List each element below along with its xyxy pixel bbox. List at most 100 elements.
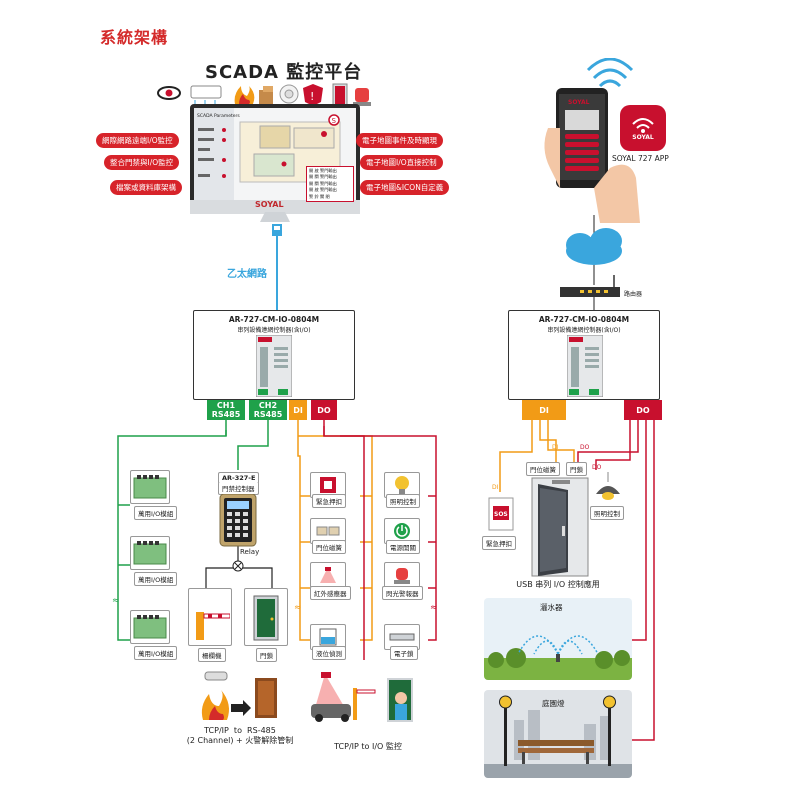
page-title: 系統架構: [100, 28, 169, 47]
svg-text:≈: ≈: [294, 603, 302, 613]
sprinkler-illustration: [484, 635, 632, 680]
door-lock: [244, 588, 288, 646]
popup-item[interactable]: 開 關 警門輸出: [309, 174, 337, 180]
controller-model: AR-727-CM-IO-0804M: [228, 315, 320, 324]
monitor-bezel: [190, 200, 360, 214]
controller-subtitle: 串列設備連網控制器(含I/O): [547, 327, 621, 334]
controller-model: AR-727-CM-IO-0804M: [538, 315, 630, 324]
smoke-detector-icon: [279, 84, 299, 104]
screen-popup-menu[interactable]: 開 啟 警門輸出 開 關 警門輸出 開 關 警門輸出 開 啟 警門輸出 警 鈴 …: [306, 166, 354, 202]
power-icon: [394, 523, 410, 539]
do-device-strobe-alarm: [384, 562, 420, 588]
door-scene: [531, 477, 589, 577]
garden-light-scene: 庭園燈: [484, 690, 632, 778]
popup-item[interactable]: 警 鈴 關 閉: [309, 193, 330, 199]
io-module-2: [130, 536, 170, 570]
app-icon-text: SOYAL: [632, 133, 654, 141]
port-do-right: DO: [624, 400, 662, 420]
wire-label-di: DI: [552, 444, 559, 451]
phone-illustration: SOYAL: [544, 58, 640, 223]
port-do: DO: [311, 400, 337, 420]
controller-box-left: AR-727-CM-IO-0804M 串列設備連網控制器(含I/O): [193, 310, 355, 400]
emergency-button-icon: [320, 477, 336, 493]
io-module-label: 萬用I/O模組: [134, 572, 178, 586]
feature-pill-right-1: 電子地圖事件及時顯現: [356, 133, 443, 148]
io-module-icon: [133, 615, 167, 639]
lighting-label: 照明控制: [590, 506, 624, 520]
pendant-light: [596, 472, 620, 500]
light-bulb-icon: [395, 476, 409, 494]
controller-device-image: [567, 335, 603, 397]
door-lock-label: 門鎖: [256, 648, 277, 662]
svg-text:!: !: [310, 90, 314, 103]
controller-box-right: AR-727-CM-IO-0804M 串列設備連網控制器(含I/O): [508, 310, 660, 400]
io-module-label: 萬用I/O模組: [134, 646, 178, 660]
monitor-brand: SOYAL: [255, 200, 284, 209]
door-icon: [253, 595, 279, 641]
door-sensor-icon: [316, 526, 340, 536]
wire-label-di-sos: DI: [492, 484, 499, 491]
relay-label: Relay: [240, 548, 260, 556]
fire-icon: [234, 86, 255, 104]
popup-item[interactable]: 開 啟 警門輸出: [309, 168, 337, 173]
scada-title: SCADA 監控平台: [205, 62, 363, 83]
controller-subtitle: 串列設備連網控制器(含I/O): [237, 327, 311, 334]
wire-label-do: DO: [580, 444, 590, 451]
screen-title: SCADA Parameters: [197, 113, 240, 119]
port-di-right: DI: [522, 400, 566, 420]
io-module-icon: [133, 475, 167, 499]
cloud-icon: [566, 228, 622, 265]
wifi-icon: [632, 117, 654, 133]
infrared-sensor-icon: [320, 567, 336, 583]
electric-lock-icon: [389, 633, 415, 641]
garden-light-illustration: [484, 695, 632, 778]
feature-pill-left-2: 整合門禁與I/O監控: [104, 155, 180, 170]
feature-pill-left-1: 網際網路遠端I/O監控: [96, 133, 179, 148]
di-device-label: 液位偵測: [312, 646, 346, 660]
io-module-1: [130, 470, 170, 504]
app-icon[interactable]: SOYAL: [620, 105, 666, 151]
di-device-infrared-sensor: [310, 562, 346, 588]
feature-pill-left-3: 檔案或資料庫架構: [110, 180, 182, 195]
app-label: SOYAL 727 APP: [612, 154, 669, 163]
do-device-label: 電子鎖: [390, 646, 418, 660]
water-level-icon: [319, 628, 337, 646]
do-device-label: 閃光警報器: [382, 586, 423, 600]
router-icon: [560, 275, 620, 297]
popup-item[interactable]: 開 啟 警門輸出: [309, 187, 337, 193]
alert-shield-icon: !: [303, 84, 323, 106]
wifi-signal-icon: [586, 58, 634, 88]
io-monitor-illustration: [311, 672, 413, 722]
io-module-label: 萬用I/O模組: [134, 506, 178, 520]
io-module-icon: [133, 541, 167, 565]
do-device-label: 照明控制: [386, 494, 420, 508]
cloud-router: [560, 215, 622, 310]
di-device-label: 緊急押扣: [312, 494, 346, 508]
di-device-level-sensor: [310, 624, 346, 650]
relay-icon: [232, 560, 244, 572]
sos-button: SOS: [488, 497, 514, 531]
door-icon: [332, 83, 348, 107]
svg-text:S: S: [332, 117, 337, 125]
feature-pill-right-2: 電子地圖I/O直接控制: [360, 155, 443, 170]
do-device-label: 電源開關: [386, 540, 420, 554]
right-door-lock-label: 門鎖: [566, 462, 587, 476]
di-device-emergency-button: [310, 472, 346, 498]
sprinkler-label: 灑水器: [540, 603, 563, 612]
svg-text:≈: ≈: [112, 596, 120, 606]
router-label: 路由器: [624, 291, 643, 298]
do-device-electric-lock: [384, 624, 420, 650]
do-device-lighting: [384, 472, 420, 498]
fire-release-illustration: [201, 671, 277, 720]
io-module-3: [130, 610, 170, 644]
di-device-label: 紅外感應器: [310, 586, 351, 600]
controller-device-image: [256, 335, 292, 397]
feature-pill-right-3: 電子地圖&ICON自定義: [360, 180, 450, 195]
siren-icon: [353, 88, 371, 106]
caption-io: TCP/IP to I/O 監控: [334, 742, 402, 751]
popup-item[interactable]: 開 關 警門輸出: [309, 180, 337, 186]
port-ch2-rs485: CH2 RS485: [249, 400, 287, 420]
sos-button-label: 緊急押扣: [482, 536, 516, 550]
barrier-gate: [188, 588, 232, 646]
sprinkler-scene: 灑水器: [484, 598, 632, 680]
